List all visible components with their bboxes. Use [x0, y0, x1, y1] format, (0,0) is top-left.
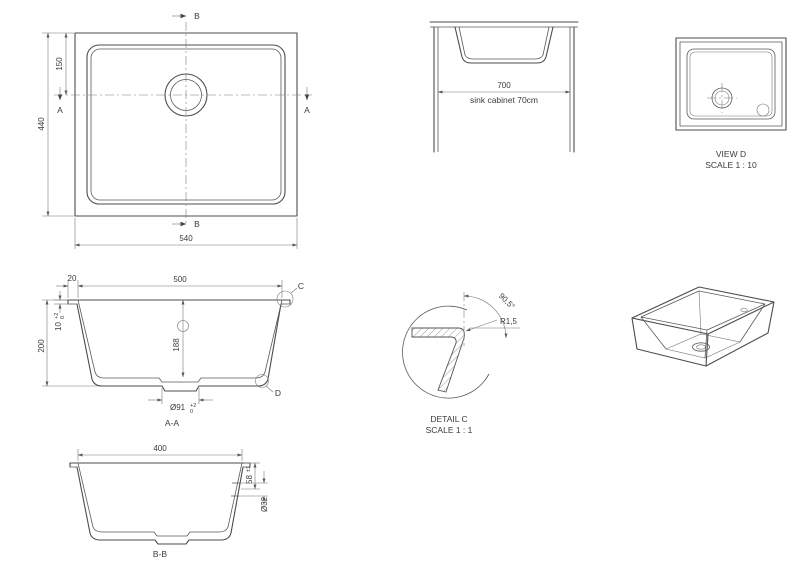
aa-detail-callouts: C D	[255, 281, 304, 398]
sink-bowl-outer-profile	[454, 26, 554, 64]
view-d: VIEW D SCALE 1 : 10	[675, 37, 787, 170]
detail-c-title: DETAIL C	[430, 414, 467, 424]
viewd-bowl-rim	[686, 48, 776, 120]
detail-c-scale: SCALE 1 : 1	[426, 425, 473, 435]
section-b-label-top: B	[194, 11, 200, 21]
plan-view: B B A A 150 440 540	[37, 11, 312, 249]
radius-label: R1,5	[500, 317, 517, 326]
dim-10-tol-sub: 0	[60, 316, 66, 319]
detail-section-hatch	[411, 327, 465, 393]
bb-dimensions: 400 58 ±1 Ø32	[77, 444, 269, 512]
detail-d-label: D	[275, 388, 281, 398]
dim-58-tol: ±1	[246, 466, 252, 472]
dim-200: 200	[37, 339, 46, 353]
viewd-outer-outline	[675, 37, 787, 131]
viewd-detail-circle	[756, 103, 770, 117]
dim-188: 188	[172, 338, 181, 352]
section-b-label-bottom: B	[194, 219, 200, 229]
dim-91: Ø91	[170, 403, 186, 412]
detail-c-balloon	[276, 290, 294, 308]
cabinet-dimension: 700 sink cabinet 70cm	[437, 81, 571, 105]
iso-bowl-edges	[640, 290, 766, 359]
dim-91-tol-sup: +2	[190, 403, 196, 409]
detail-c-view: 90,5° R1,5 DETAIL C SCALE 1 : 1	[402, 291, 520, 435]
section-line-a: A A	[54, 87, 312, 115]
dim-440: 440	[37, 117, 46, 131]
iso-rim-outer	[631, 286, 775, 335]
section-aa-title: A-A	[165, 418, 180, 428]
section-b-b: 400 58 ±1 Ø32 B-B	[69, 444, 269, 559]
iso-drain-inner	[696, 344, 706, 350]
cabinet-caption: sink cabinet 70cm	[470, 95, 538, 105]
dim-540: 540	[179, 234, 193, 243]
dim-150: 150	[55, 57, 64, 71]
detail-d-balloon	[255, 374, 269, 388]
dim-58: 58	[245, 475, 254, 484]
bb-inner-profile	[77, 462, 243, 537]
section-bb-title: B-B	[153, 549, 168, 559]
view-d-scale: SCALE 1 : 10	[705, 160, 757, 170]
iso-overflow-hole	[740, 307, 748, 313]
dim-500: 500	[173, 275, 187, 284]
detail-boundary-arc	[402, 305, 490, 399]
viewd-bowl-inner	[689, 51, 773, 117]
section-a-label-left: A	[57, 105, 63, 115]
dim-32: Ø32	[260, 496, 269, 512]
dim-91-tol-sub: 0	[190, 409, 193, 415]
dim-10-tol-sup: +2	[54, 313, 60, 319]
viewd-inner-outline	[679, 41, 783, 127]
iso-outer-body	[631, 301, 775, 367]
section-a-a: 500 20 10 +2 0 200 18	[37, 274, 304, 428]
iso-drain-outer	[692, 342, 710, 352]
aa-outer-profile	[76, 303, 282, 392]
dim-400: 400	[153, 444, 167, 453]
angle-label: 90,5°	[497, 291, 517, 311]
dim-20: 20	[68, 274, 77, 283]
isometric-view	[631, 286, 775, 367]
section-a-label-right: A	[304, 105, 310, 115]
radius-leader	[465, 319, 498, 332]
plan-dimensions: 150 440 540	[37, 32, 298, 249]
bb-outer-profile	[76, 466, 244, 545]
dim-700: 700	[497, 81, 511, 90]
detail-angle-arc	[463, 294, 508, 339]
view-d-title: VIEW D	[716, 149, 746, 159]
cabinet-front-view: 700 sink cabinet 70cm	[429, 21, 579, 153]
cabinet-walls	[433, 26, 575, 153]
detail-c-label: C	[298, 281, 304, 291]
aa-inner-profile	[77, 299, 283, 383]
aa-dimensions: 500 20 10 +2 0 200 18	[37, 274, 283, 415]
sink-bowl-inner-profile	[458, 26, 550, 60]
dim-10: 10	[54, 322, 63, 331]
bb-overflow-hole	[231, 482, 240, 497]
section-line-b: B B	[172, 11, 200, 229]
